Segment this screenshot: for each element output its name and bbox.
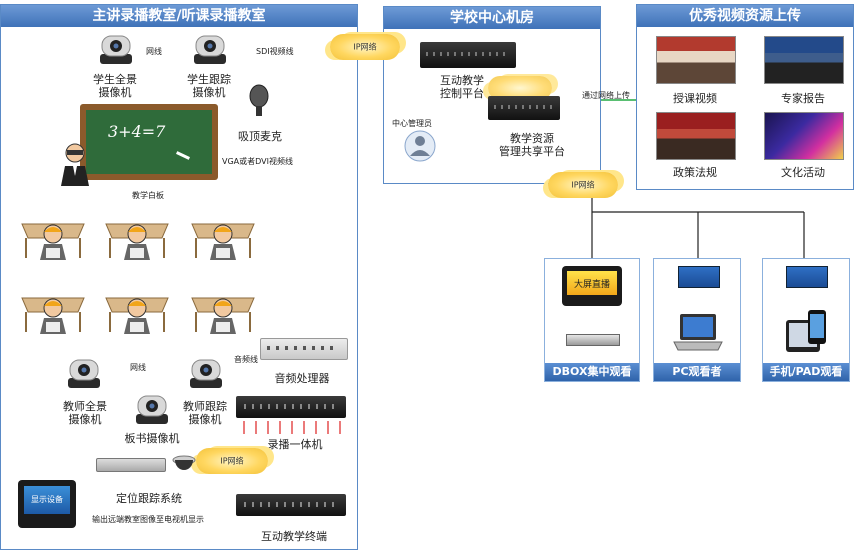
- audio-processor-label: 音频处理器: [274, 372, 330, 385]
- tablet-phone-icon: [786, 310, 826, 352]
- control-platform-server: [420, 42, 516, 68]
- resource-platform-server: [488, 96, 560, 120]
- teacher-panorama-camera-label: 教师全景 摄像机: [63, 400, 107, 426]
- network-line-label-2: 网线: [130, 363, 146, 372]
- student-desk-icon: [105, 223, 169, 260]
- output-note-label: 输出远端教室图像至电视机显示: [92, 515, 204, 524]
- ceiling-microphone-icon: [249, 84, 269, 116]
- resource-platform-label: 教学资源 管理共享平台: [499, 132, 565, 158]
- student-desk-icon: [21, 297, 85, 334]
- interactive-terminal-label: 互动教学终端: [261, 530, 327, 543]
- upload-item-1: 授课视频: [673, 92, 717, 105]
- network-line-label-1: 网线: [146, 47, 162, 56]
- student-desk-icon: [191, 297, 255, 334]
- vga-line-label: VGA或者DVI视频线: [222, 157, 293, 166]
- board-camera-icon: [136, 395, 168, 424]
- teacher-figure-icon: [61, 143, 89, 186]
- ip-network-cloud-classroom: IP网络: [196, 448, 268, 474]
- ceiling-microphone-label: 吸顶麦克: [238, 130, 282, 143]
- mobile-label: 手机/PAD观看: [763, 363, 849, 381]
- blackboard: 3+4=7: [80, 104, 218, 180]
- teacher-tracking-camera-label: 教师跟踪 摄像机: [183, 400, 227, 426]
- positioning-system-label: 定位跟踪系统: [116, 492, 182, 505]
- recorder-label: 录播一体机: [267, 438, 323, 451]
- display-screen-text: 显示设备: [31, 495, 63, 504]
- laptop-icon: [673, 314, 723, 351]
- sdi-line-label: SDI视频线: [256, 47, 294, 56]
- ip-network-cloud-bottom: IP网络: [548, 172, 618, 198]
- dbox-box: [566, 334, 620, 346]
- student-desk-icon: [21, 223, 85, 260]
- ip-network-cloud-top: IP网络: [330, 34, 400, 60]
- center-panel-title: 学校中心机房: [384, 7, 600, 29]
- ip-network-label-top: IP网络: [353, 42, 377, 52]
- teaching-whiteboard-label: 教学白板: [132, 191, 164, 200]
- dbox-label: DBOX集中观看: [545, 363, 639, 381]
- pc-label: PC观看者: [654, 363, 740, 381]
- dbox-tv: 大屏直播: [562, 266, 622, 306]
- student-tracking-camera-icon: [194, 35, 226, 64]
- display-device: 显示设备: [18, 480, 76, 528]
- board-camera-label: 板书摄像机: [124, 432, 180, 445]
- teacher-panorama-camera-icon: [68, 359, 100, 388]
- mobile-screen-thumb: [786, 266, 828, 288]
- admin-icon: [404, 130, 436, 162]
- cultural-activity-thumbnail: [764, 112, 844, 160]
- student-tracking-camera-label: 学生跟踪 摄像机: [187, 73, 231, 99]
- dome-camera-icon: [172, 455, 196, 470]
- policy-regulation-thumbnail: [656, 112, 736, 160]
- upload-item-4: 文化活动: [781, 166, 825, 179]
- expert-report-thumbnail: [764, 36, 844, 84]
- classroom-panel-title: 主讲录播教室/听课录播教室: [1, 5, 357, 27]
- audio-line-label: 音频线: [234, 355, 258, 364]
- audio-processor-device: [260, 338, 348, 360]
- dbox-screen-text: 大屏直播: [573, 280, 610, 290]
- teacher-tracking-camera-icon: [190, 359, 222, 388]
- ip-network-label-bottom: IP网络: [571, 180, 595, 190]
- lecture-video-thumbnail: [656, 36, 736, 84]
- admin-label: 中心管理员: [392, 119, 432, 128]
- recorder-device: [236, 396, 346, 418]
- interactive-terminal-device: [236, 494, 346, 516]
- upload-item-3: 政策法规: [673, 166, 717, 179]
- positioning-device: [96, 458, 166, 472]
- pc-screen-thumb: [678, 266, 720, 288]
- student-panorama-camera-icon: [100, 35, 132, 64]
- student-panorama-camera-label: 学生全景 摄像机: [93, 73, 137, 99]
- upload-panel-title: 优秀视频资源上传: [637, 5, 853, 27]
- recorder-red-arrows: [243, 421, 341, 434]
- blackboard-text: 3+4=7: [108, 122, 166, 141]
- upload-item-2: 专家报告: [781, 92, 825, 105]
- control-platform-label: 互动教学 控制平台: [440, 74, 484, 100]
- student-desk-icon: [105, 297, 169, 334]
- student-desk-icon: [191, 223, 255, 260]
- ip-network-label-classroom: IP网络: [220, 456, 244, 466]
- upload-via-network-label: 通过网络上传: [582, 91, 630, 100]
